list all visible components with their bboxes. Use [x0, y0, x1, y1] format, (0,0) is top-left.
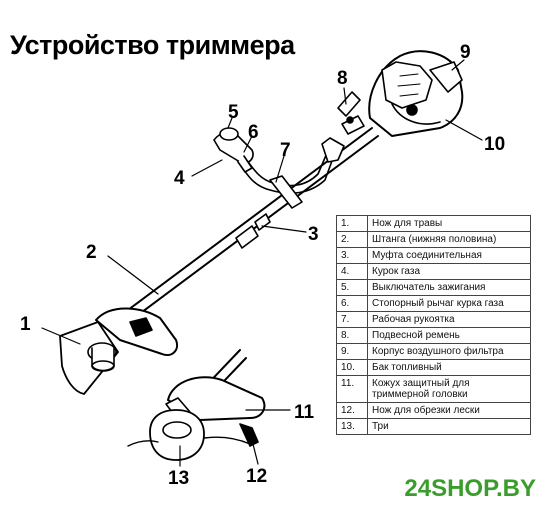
- legend-number: 2.: [336, 231, 368, 248]
- legend-number: 7.: [336, 311, 368, 328]
- legend-row: 4.Курок газа: [336, 263, 531, 280]
- callout-3: 3: [308, 224, 319, 245]
- legend-number: 6.: [336, 295, 368, 312]
- callout-1: 1: [20, 314, 31, 335]
- legend-description: Рабочая рукоятка: [367, 311, 531, 328]
- trimmer-head-assembly: [127, 376, 266, 461]
- legend-row: 9.Корпус воздушного фильтра: [336, 343, 531, 360]
- legend-description: Штанга (нижняя половина): [367, 231, 531, 248]
- callout-4: 4: [174, 168, 185, 189]
- legend-row: 6.Стопорный рычаг курка газа: [336, 295, 531, 312]
- legend-number: 11.: [336, 375, 368, 403]
- engine: [368, 50, 464, 137]
- legend-row: 7.Рабочая рукоятка: [336, 311, 531, 328]
- diagram-title: Устройство триммера: [10, 30, 295, 60]
- watermark-logo: 24SHOP.BY: [390, 471, 540, 507]
- callout-12: 12: [246, 466, 267, 487]
- legend-number: 1.: [336, 215, 368, 232]
- callout-2: 2: [86, 242, 97, 263]
- legend-row: 2.Штанга (нижняя половина): [336, 231, 531, 248]
- legend-row: 1.Нож для травы: [336, 215, 531, 232]
- callout-9: 9: [460, 42, 471, 63]
- harness-clip: [337, 91, 365, 135]
- legend-description: Кожух защитный для триммерной головки: [367, 375, 531, 403]
- throttle-grip: [213, 127, 254, 173]
- right-grip: [321, 137, 345, 163]
- legend-row: 10.Бак топливный: [336, 359, 531, 376]
- legend-number: 13.: [336, 418, 368, 435]
- legend-row: 3.Муфта соединительная: [336, 247, 531, 264]
- legend-number: 3.: [336, 247, 368, 264]
- legend-number: 8.: [336, 327, 368, 344]
- legend-description: Муфта соединительная: [367, 247, 531, 264]
- legend-description: Подвесной ремень: [367, 327, 531, 344]
- legend-description: Три: [367, 418, 531, 435]
- legend-row: 11.Кожух защитный для триммерной головки: [336, 375, 531, 403]
- legend-row: 13.Три: [336, 418, 531, 435]
- callout-7: 7: [280, 140, 291, 161]
- legend-description: Выключатель зажигания: [367, 279, 531, 296]
- callout-10: 10: [484, 134, 505, 155]
- legend-number: 9.: [336, 343, 368, 360]
- legend-number: 10.: [336, 359, 368, 376]
- legend-number: 5.: [336, 279, 368, 296]
- coupling: [235, 213, 271, 249]
- callout-6: 6: [248, 122, 259, 143]
- legend-number: 12.: [336, 402, 368, 419]
- legend-row: 8.Подвесной ремень: [336, 327, 531, 344]
- legend-number: 4.: [336, 263, 368, 280]
- legend-description: Нож для травы: [367, 215, 531, 232]
- callout-numbers: 1 2 3 4 5 6 7 8 9 10 11 12 13: [20, 42, 505, 489]
- callout-13: 13: [168, 468, 189, 489]
- legend-description: Бак топливный: [367, 359, 531, 376]
- legend-description: Курок газа: [367, 263, 531, 280]
- legend-row: 12.Нож для обрезки лески: [336, 402, 531, 419]
- callout-5: 5: [228, 102, 239, 123]
- legend-description: Стопорный рычаг курка газа: [367, 295, 531, 312]
- legend-description: Нож для обрезки лески: [367, 402, 531, 419]
- leader-lines: [41, 59, 483, 467]
- callout-11: 11: [294, 402, 315, 423]
- legend-row: 5.Выключатель зажигания: [336, 279, 531, 296]
- blade-guard-assembly: [59, 307, 178, 395]
- callout-8: 8: [337, 68, 348, 89]
- legend-description: Корпус воздушного фильтра: [367, 343, 531, 360]
